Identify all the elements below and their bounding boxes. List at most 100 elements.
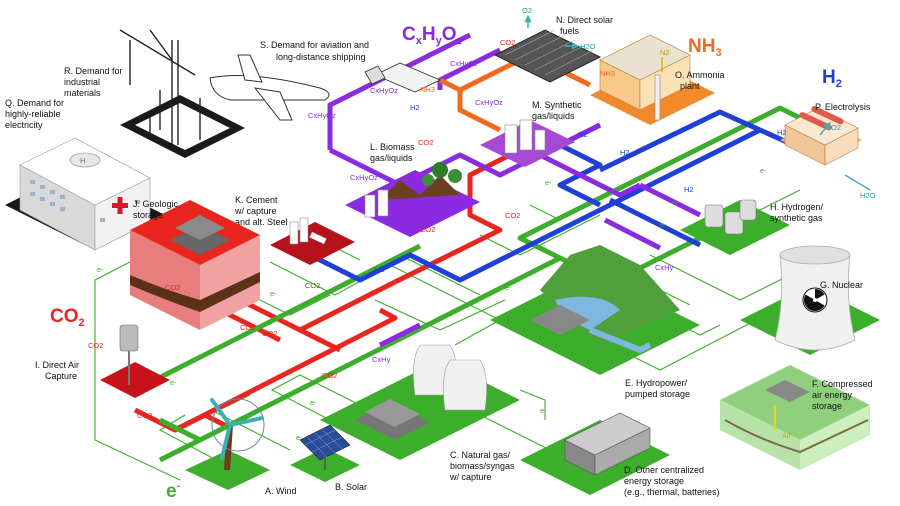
flow-h2-m2: H2 [620,148,630,157]
label-r-2: industrial [64,77,100,87]
flow-air-f: Air [782,431,792,440]
title-cxhyoz: CxHyOz [402,24,463,47]
label-e-2: pumped storage [625,389,690,399]
title-co2: CO2 [50,306,85,329]
flow-h2-top: H2 [410,103,420,112]
label-c-3: w/ capture [449,472,492,482]
flow-e-b: e- [296,433,303,442]
label-e-1: E. Hydropower/ [625,378,688,388]
o2-arrow-p [819,122,831,136]
label-n-2: fuels [560,26,580,36]
label-l-1: L. Biomass [370,142,415,152]
label-k-2: w/ capture [234,206,277,216]
label-s-1: S. Demand for aviation and [260,40,369,50]
title-e: e- [166,480,181,502]
title-h2: H2 [822,67,842,90]
flow-cxhyoz-s: CxHyOz [308,111,336,120]
compressed-air-storage [720,365,870,470]
label-j-1: J. Geologic [133,199,179,209]
hydrocarbon-pipeline [327,32,702,348]
label-p: P. Electrolysis [815,102,871,112]
flow-co2-i2: CO2 [137,411,152,420]
flow-n2: N2 [660,48,670,57]
flow-e-h: e- [672,198,679,207]
label-i-2: Capture [45,371,77,381]
label-f-1: F. Compressed [812,379,873,389]
flow-cxhyoz-top: CxHyOz [370,86,398,95]
flow-co2-n: CO2 [500,38,515,47]
title-nh3: NH3 [688,36,722,59]
label-d-3: (e.g., thermal, batteries) [624,487,720,497]
label-m-1: M. Synthetic [532,100,582,110]
label-r-1: R. Demand for [64,66,123,76]
flow-h2-p: H2 [777,128,787,137]
hydrogen-storage [680,199,790,255]
flow-co2-i: CO2 [88,341,103,350]
cement-plant [270,217,355,265]
label-o-1: O. Ammonia [675,70,725,80]
flow-nh3-s: NH3 [420,85,435,94]
label-a: A. Wind [265,486,297,496]
flow-e-p: e- [760,166,767,175]
label-d-2: energy storage [624,476,684,486]
flow-co2-k: CO2 [420,225,435,234]
flow-h2-k: H2 [375,265,385,274]
flow-co2-j3: CO2 [262,329,277,338]
label-r-3: materials [64,88,101,98]
direct-air-capture-unit [100,324,170,398]
solar-panel [290,424,360,482]
flow-co2-m: CO2 [505,211,520,220]
ammonia-plant [590,34,715,125]
label-d-1: D. Other centralized [624,465,704,475]
truck-icon [364,62,441,93]
label-i-1: I. Direct Air [35,360,79,370]
flow-cxhy-h: CxHy [655,263,674,272]
label-q-1: Q. Demand for [5,98,64,108]
hospital-building: H [5,137,165,251]
electrolyzer [780,106,862,166]
gas-power-plant [320,344,520,460]
h2-pipeline [298,109,802,283]
flow-e-c: e- [310,398,317,407]
label-o-2: plant [680,81,700,91]
label-q-3: electricity [5,120,43,130]
label-c-2: biomass/syngas [450,461,515,471]
flow-h2o-n: H2O [580,42,596,51]
flow-h2-m: H2 [578,130,588,139]
label-c-1: C. Natural gas/ [450,450,511,460]
flow-cxhyoz-n: CxHyOz [450,59,478,68]
label-s-2: long-distance shipping [276,52,366,62]
svg-text:H: H [80,156,85,165]
flow-e-m: e- [545,178,552,187]
flow-co2-k2: CO2 [305,281,320,290]
airplane-icon [209,54,330,121]
flow-co2-j: CO2 [165,283,180,292]
label-j-2: storage [133,210,163,220]
flow-nh3-o: NH3 [600,69,615,78]
flow-cxhyoz-m: CxHyOz [475,98,503,107]
label-k-3: and alt. Steel [235,217,288,227]
geologic-storage [130,200,260,330]
flow-h2o-p: H2O [860,191,876,200]
flow-e-j: e- [97,265,104,274]
label-m-2: gas/liquids [532,111,575,121]
flow-cxhy-c: CxHy [372,355,391,364]
label-f-2: air energy [812,390,853,400]
synthetic-fuel-plant [480,119,575,167]
flow-co2-c: CO2 [322,371,337,380]
radiation-icon [802,287,828,313]
construction-crane [119,29,245,158]
label-q-2: highly-reliable [5,109,61,119]
flow-e-k: e- [270,289,277,298]
flow-e-e: e- [505,283,512,292]
flow-e-h2: e- [660,220,667,229]
flow-co2-j2: CO2 [240,323,255,332]
label-f-3: storage [812,401,842,411]
label-g: G. Nuclear [820,280,863,290]
flow-e-i: e- [170,378,177,387]
flow-co2-l: CO2 [418,138,433,147]
flow-cxhyoz-l: CxHyOz [350,173,378,182]
label-n-1: N. Direct solar [556,15,613,25]
flow-o2-n: O2 [522,6,532,15]
